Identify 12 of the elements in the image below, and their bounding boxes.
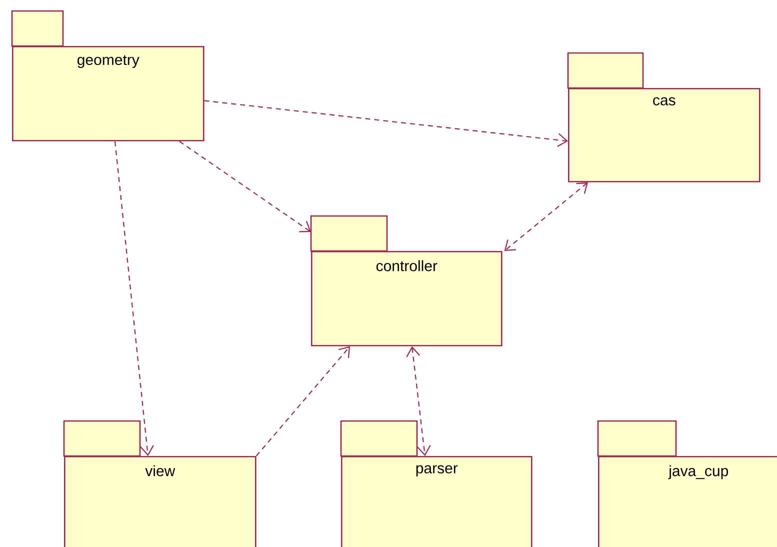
package: cas (567, 52, 760, 182)
package: view (63, 420, 256, 547)
package: java_cup (597, 420, 777, 547)
dependency-arrow (256, 346, 350, 456)
package: controller (310, 215, 502, 346)
dependency-arrow (114, 141, 154, 456)
dependency-arrow (406, 346, 431, 456)
package: geometry (11, 10, 204, 142)
dependency-arrow (504, 182, 588, 251)
dependency-arrow (179, 140, 311, 232)
package: parser (340, 420, 532, 547)
dependency-arrow (204, 100, 568, 147)
